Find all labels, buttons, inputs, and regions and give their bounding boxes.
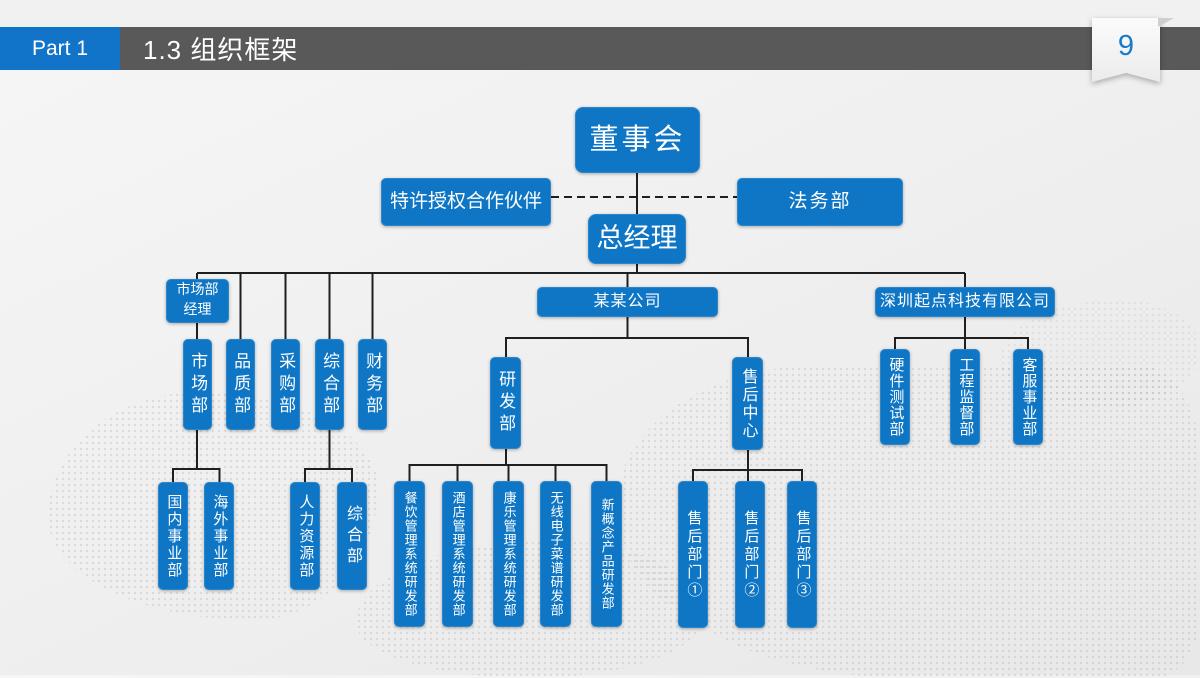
node-label: 特许授权合作伙伴 <box>389 191 542 213</box>
node-catering-system-rd: 餐饮管理系统研发部 <box>394 481 425 627</box>
node-label: 董事会 <box>589 123 686 156</box>
node-marketing-dept-manager: 市场部 经理 <box>166 279 229 323</box>
node-label: 综合部 <box>344 504 361 568</box>
node-label: 售后部门③ <box>794 509 811 600</box>
node-label: 工程监督部 <box>957 357 974 437</box>
node-after-sales-dept-1: 售后部门① <box>678 481 708 628</box>
node-label: 法务部 <box>788 191 852 213</box>
node-engineering-supervision-dept: 工程监督部 <box>950 349 980 445</box>
node-overseas-business-division: 海外事业部 <box>204 482 234 590</box>
node-quality-dept: 品质部 <box>226 339 255 430</box>
node-label: 康乐管理系统研发部 <box>501 491 517 617</box>
node-label: 品质部 <box>231 351 251 418</box>
bookmark-ribbon-icon: 9 <box>1092 18 1160 82</box>
node-label: 综合部 <box>320 351 340 418</box>
node-label: 财务部 <box>363 351 383 418</box>
node-legal-dept: 法务部 <box>737 178 903 226</box>
node-label: 无线电子菜谱研发部 <box>548 491 564 617</box>
node-label: 新概念产品研发部 <box>599 498 615 610</box>
node-label: 海外事业部 <box>211 493 228 579</box>
node-label: 国内事业部 <box>165 493 182 579</box>
node-label: 客服事业部 <box>1020 357 1037 437</box>
node-label: 市场部 <box>188 351 208 418</box>
node-board-of-directors: 董事会 <box>575 107 700 173</box>
node-franchise-partner: 特许授权合作伙伴 <box>381 178 551 226</box>
node-label: 某某公司 <box>593 293 662 310</box>
page-title: 1.3 组织框架 <box>143 27 298 70</box>
node-finance-dept: 财务部 <box>358 339 387 430</box>
node-purchasing-dept: 采购部 <box>271 339 300 430</box>
node-label: 总经理 <box>596 223 678 254</box>
part-label: Part 1 <box>0 27 120 70</box>
node-label: 采购部 <box>276 351 296 418</box>
node-general-manager: 总经理 <box>588 214 686 264</box>
node-domestic-business-division: 国内事业部 <box>158 482 188 590</box>
node-company: 某某公司 <box>537 287 718 317</box>
top-strip <box>0 0 1200 27</box>
node-label: 售后部门① <box>685 509 702 600</box>
node-customer-service-division: 客服事业部 <box>1013 349 1043 445</box>
node-after-sales-dept-3: 售后部门③ <box>787 481 817 628</box>
part-label-text: Part 1 <box>31 36 89 60</box>
node-after-sales-dept-2: 售后部门② <box>735 481 765 628</box>
node-label: 酒店管理系统研发部 <box>450 491 466 617</box>
page-number-ribbon: 9 <box>1092 18 1160 82</box>
node-wireless-emenu-rd: 无线电子菜谱研发部 <box>540 481 571 627</box>
node-hardware-testing-dept: 硬件测试部 <box>880 349 910 445</box>
node-label: 人力资源部 <box>297 493 314 579</box>
node-label: 深圳起点科技有限公司 <box>879 293 1050 310</box>
page-number: 9 <box>1117 30 1135 62</box>
node-market-dept: 市场部 <box>183 339 212 430</box>
node-label: 硬件测试部 <box>887 357 904 437</box>
page-title-text: 1.3 组织框架 <box>143 35 299 65</box>
node-recreation-system-rd: 康乐管理系统研发部 <box>493 481 524 627</box>
node-label: 研发部 <box>496 370 516 436</box>
ribbon-fold <box>1158 18 1174 27</box>
node-new-concept-product-rd: 新概念产品研发部 <box>591 481 622 627</box>
node-general-affairs-sub-dept: 综合部 <box>337 482 367 590</box>
node-label: 售后中心 <box>739 367 757 440</box>
node-after-sales-center: 售后中心 <box>732 357 763 450</box>
node-rd-dept: 研发部 <box>490 357 521 449</box>
node-label: 售后部门② <box>742 509 759 600</box>
node-hr-dept: 人力资源部 <box>290 482 320 590</box>
node-label: 市场部 经理 <box>176 282 219 318</box>
title-bar <box>0 27 1200 70</box>
node-shenzhen-qidian-tech: 深圳起点科技有限公司 <box>875 287 1055 317</box>
node-general-affairs-dept: 综合部 <box>315 339 344 430</box>
node-label: 餐饮管理系统研发部 <box>402 491 418 617</box>
node-hotel-system-rd: 酒店管理系统研发部 <box>442 481 473 627</box>
